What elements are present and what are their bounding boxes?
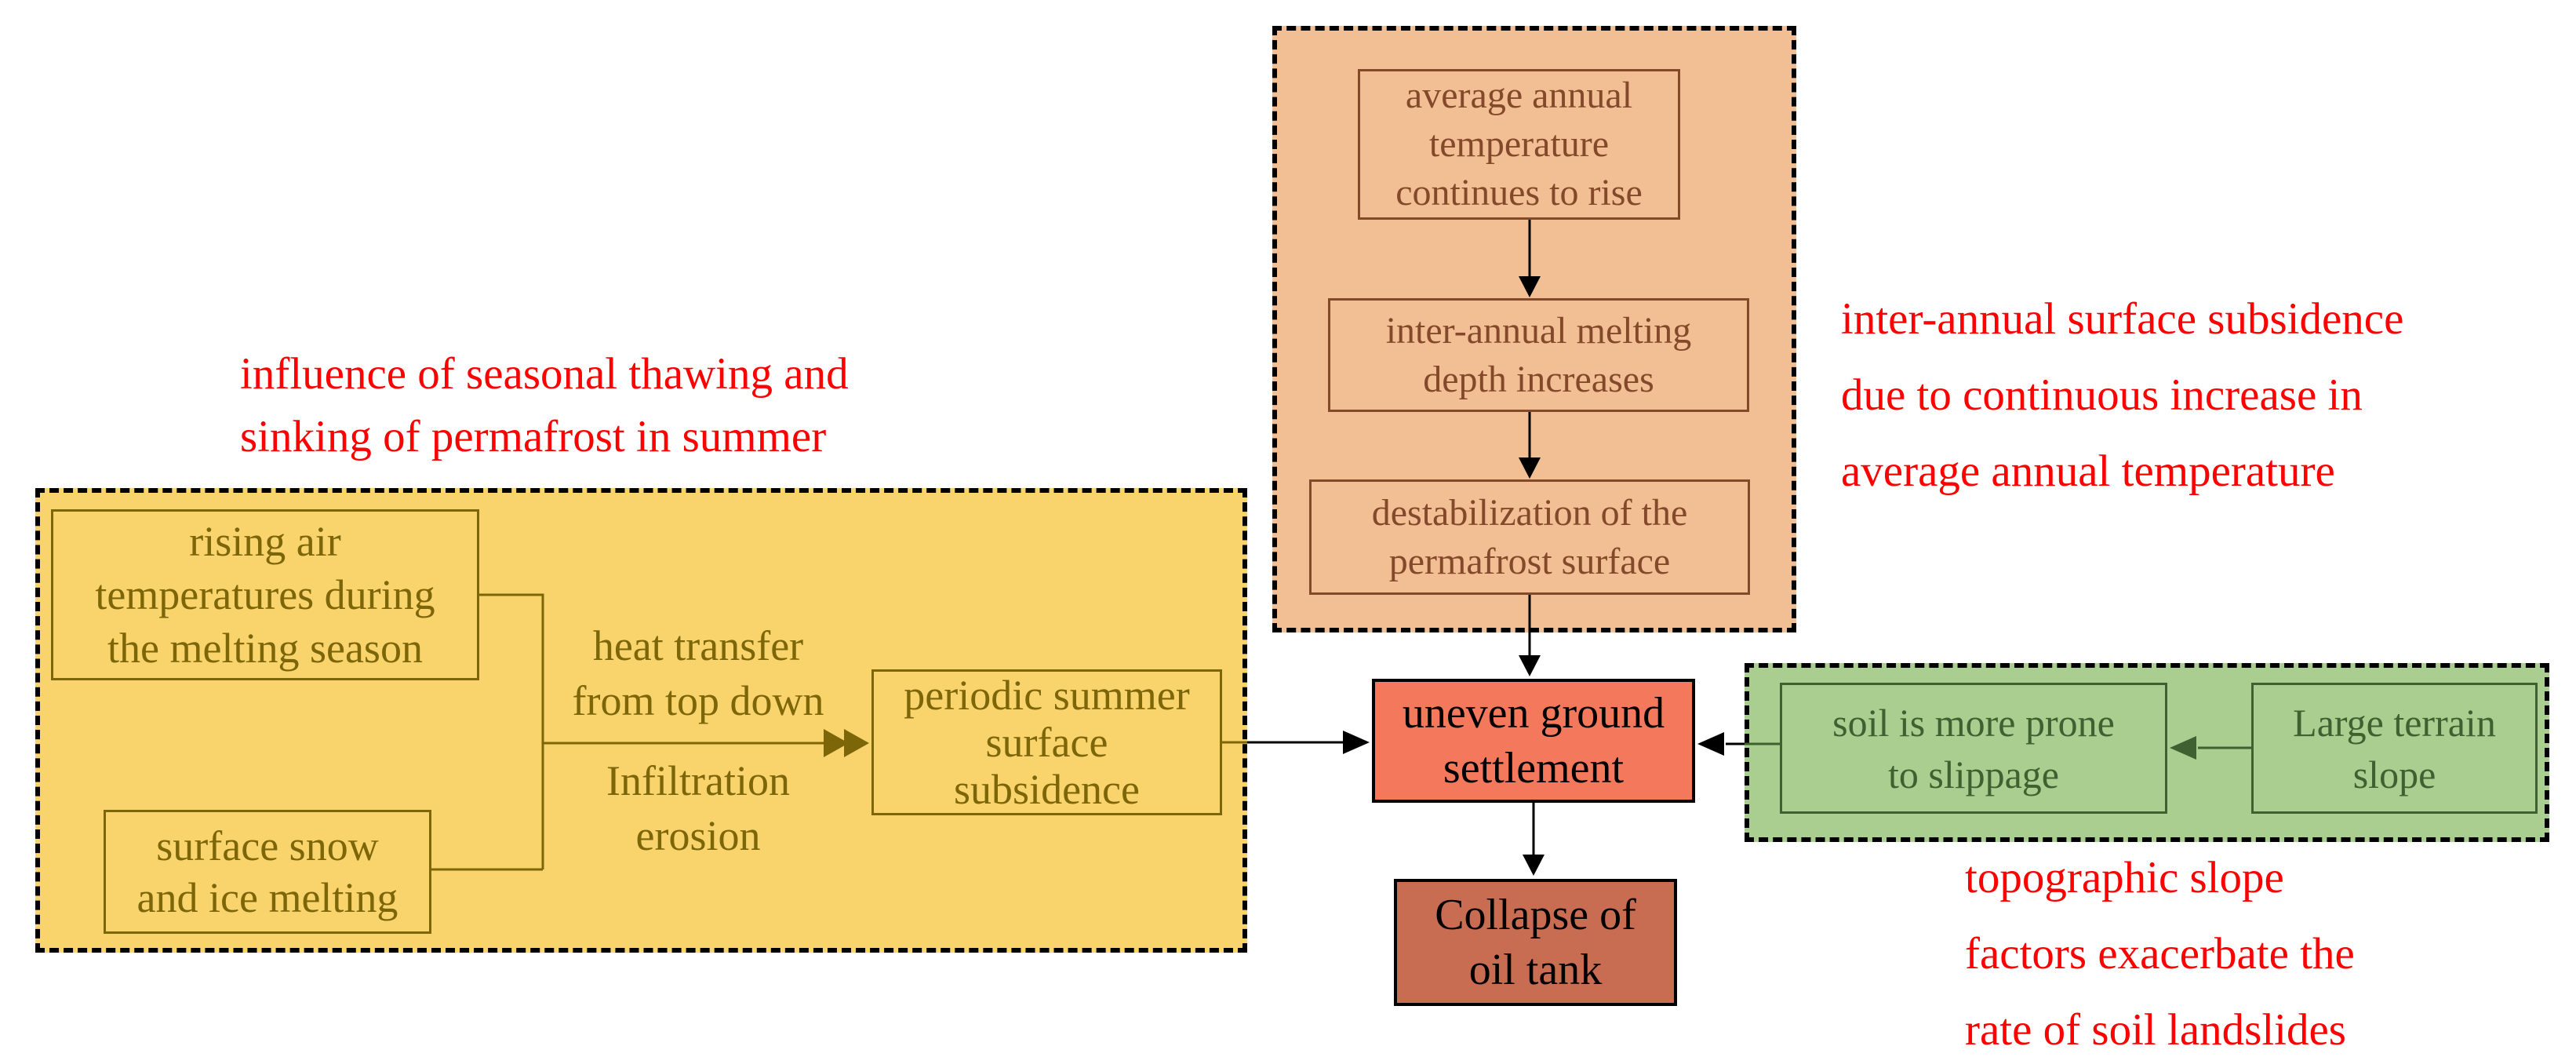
label-heat-transfer: heat transfer from top down [514,618,882,728]
label-line: erosion [635,812,761,859]
node-line: temperature [1428,123,1610,165]
node-line: destabilization of the [1371,491,1688,534]
label-line: from top down [572,677,824,724]
node-line: uneven ground [1402,689,1665,738]
node-uneven-ground-settlement: uneven ground settlement [1372,679,1695,803]
arrowhead-into-uneven-top [1519,655,1541,676]
node-line: soil is more prone [1832,700,2115,745]
node-line: permafrost surface [1388,540,1671,582]
node-destabilization-permafrost: destabilization of the permafrost surfac… [1309,479,1750,595]
annotation-line: sinking of permafrost in summer [240,412,827,461]
node-periodic-summer-subsidence: periodic summer surface subsidence [871,669,1222,815]
node-collapse-of-oil-tank: Collapse of oil tank [1394,879,1677,1006]
label-infiltration-erosion: Infiltration erosion [514,753,882,863]
annotation-line: rate of soil landslides [1965,1005,2346,1055]
node-line: periodic summer [904,672,1190,719]
node-line: Collapse of [1435,891,1636,939]
node-line: rising air [189,518,341,565]
annotation-line: average annual temperature [1841,446,2335,496]
node-line: surface [985,719,1108,766]
node-average-annual-temperature: average annual temperature continues to … [1358,69,1680,220]
annotation-interannual-subsidence: inter-annual surface subsidence due to c… [1841,281,2403,509]
node-line: Large terrain [2293,700,2496,745]
node-large-terrain-slope: Large terrain slope [2251,683,2538,814]
node-line: surface snow [156,822,379,869]
arrowhead-into-uneven-left [1343,731,1370,754]
node-line: oil tank [1468,946,1603,994]
label-line: heat transfer [592,622,804,669]
node-line: and ice melting [136,874,398,921]
node-line: the melting season [107,625,423,672]
annotation-line: inter-annual surface subsidence [1841,294,2404,344]
node-line: temperatures during [95,571,435,618]
arrowhead-into-uneven-right [1697,732,1724,756]
node-line: to slippage [1887,752,2060,796]
node-rising-air-temperatures: rising air temperatures during the melti… [51,509,479,680]
node-interannual-melting-depth: inter-annual melting depth increases [1328,298,1749,412]
arrowhead-into-collapse [1523,855,1545,876]
node-line: slope [2352,752,2436,796]
annotation-line: due to continuous increase in [1841,370,2363,420]
node-line: average annual [1405,75,1633,116]
node-line: subsidence [954,766,1140,813]
annotation-line: topographic slope [1965,853,2284,902]
node-soil-prone-to-slippage: soil is more prone to slippage [1780,683,2167,814]
node-line: continues to rise [1395,172,1643,213]
label-line: Infiltration [606,757,790,804]
node-surface-snow-ice-melting: surface snow and ice melting [104,810,431,934]
node-line: settlement [1443,744,1625,793]
annotation-line: factors exacerbate the [1965,929,2355,979]
annotation-topographic-slope: topographic slope factors exacerbate the… [1965,840,2355,1057]
annotation-seasonal-thawing: influence of seasonal thawing and sinkin… [240,343,849,468]
node-line: inter-annual melting [1385,309,1692,352]
node-line: depth increases [1423,358,1654,400]
annotation-line: influence of seasonal thawing and [240,349,849,399]
